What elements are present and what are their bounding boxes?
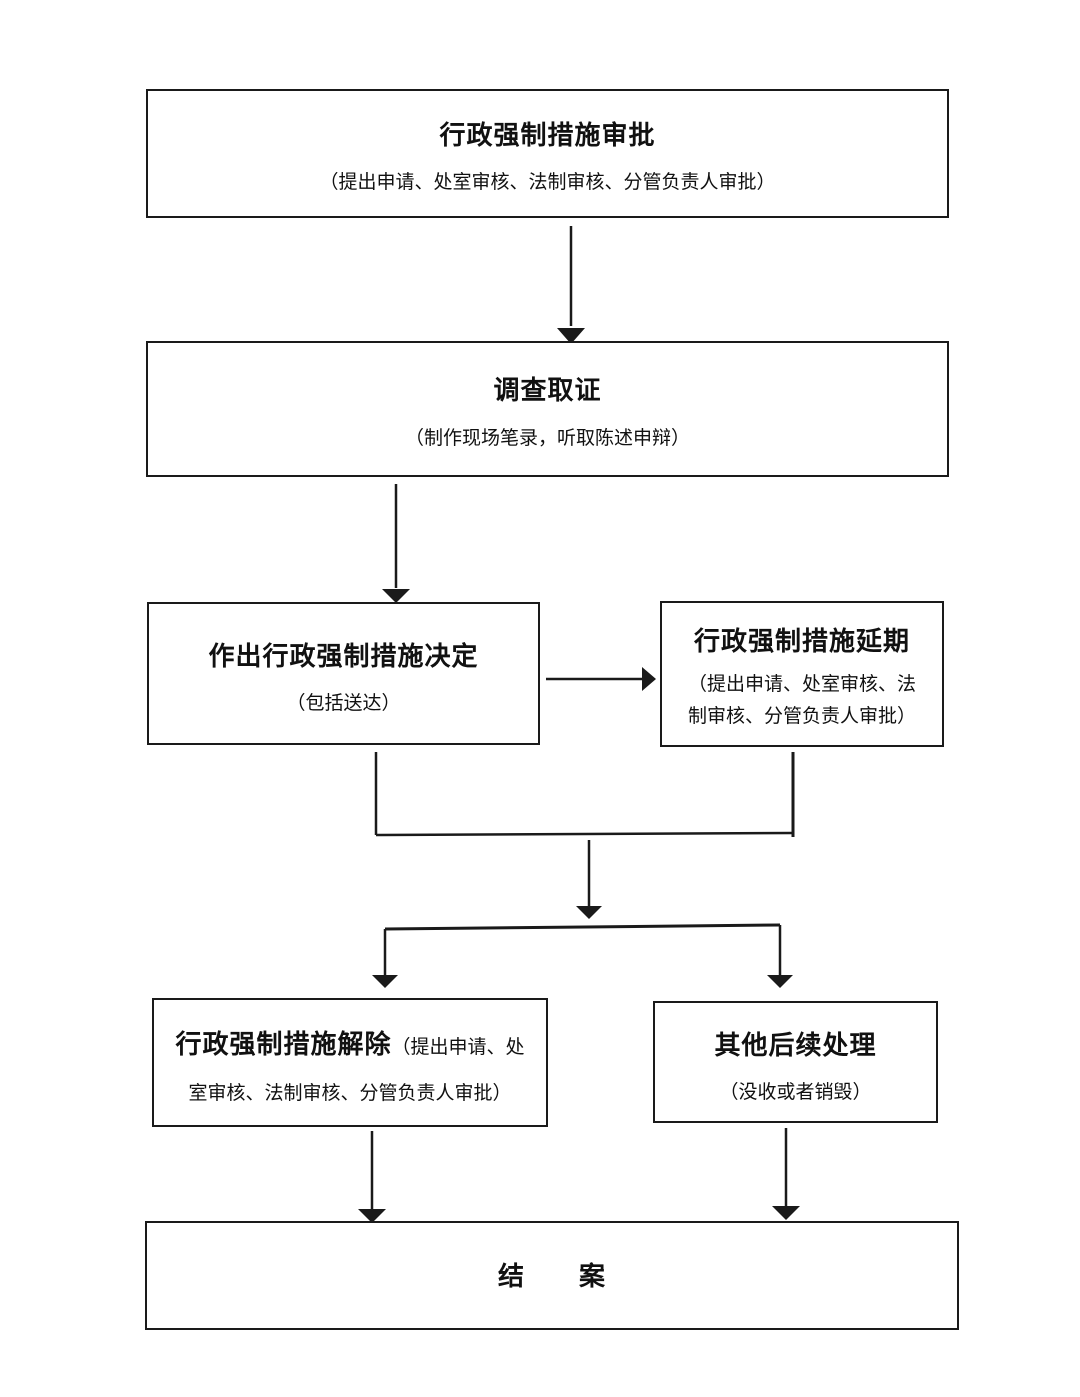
node-investigation: 调查取证 （制作现场笔录，听取陈述申辩） <box>146 341 949 477</box>
arrowhead-split-right <box>767 975 793 988</box>
node-decision-title: 作出行政强制措施决定 <box>208 642 479 672</box>
arrowhead-merge-down <box>576 906 602 919</box>
node-release: 行政强制措施解除（提出申请、处 室审核、法制审核、分管负责人审批） <box>152 998 548 1127</box>
node-release-subtitle-line2: 室审核、法制审核、分管负责人审批） <box>188 1082 512 1104</box>
node-closing: 结 案 <box>145 1221 959 1330</box>
arrowhead-approval-to-investigation <box>557 328 585 344</box>
node-decision: 作出行政强制措施决定 （包括送达） <box>147 602 540 745</box>
node-extension-subtitle-line1: （提出申请、处室审核、法 <box>687 673 916 695</box>
merge-line-horizontal <box>375 831 794 837</box>
split-line-horizontal <box>384 923 781 931</box>
arrowhead-followup-to-closing <box>772 1206 800 1220</box>
node-extension-subtitle-line2: 制审核、分管负责人审批） <box>687 705 916 727</box>
node-release-line1: 行政强制措施解除（提出申请、处 <box>154 1022 546 1070</box>
node-investigation-subtitle: （制作现场笔录，听取陈述申辩） <box>404 427 690 449</box>
node-investigation-title: 调查取证 <box>493 376 602 406</box>
node-extension-title: 行政强制措施延期 <box>693 627 910 657</box>
node-approval-title: 行政强制措施审批 <box>439 121 656 151</box>
node-extension: 行政强制措施延期 （提出申请、处室审核、法 制审核、分管负责人审批） <box>660 601 944 747</box>
node-followup: 其他后续处理 （没收或者销毁） <box>653 1001 938 1123</box>
node-extension-subtitle: （提出申请、处室审核、法 制审核、分管负责人审批） <box>662 668 942 732</box>
arrowhead-investigation-to-decision <box>382 589 410 603</box>
node-closing-title: 结 案 <box>497 1262 606 1292</box>
arrowhead-release-to-closing <box>358 1209 386 1223</box>
node-decision-subtitle: （包括送达） <box>286 692 401 714</box>
node-followup-subtitle: （没收或者销毁） <box>719 1081 872 1103</box>
node-followup-title: 其他后续处理 <box>714 1031 877 1061</box>
node-release-content: 行政强制措施解除（提出申请、处 室审核、法制审核、分管负责人审批） <box>154 1022 546 1116</box>
node-release-title: 行政强制措施解除 <box>175 1030 392 1060</box>
arrowhead-decision-to-extension <box>642 667 656 691</box>
node-approval: 行政强制措施审批 （提出申请、处室审核、法制审核、分管负责人审批） <box>146 89 949 218</box>
node-approval-subtitle: （提出申请、处室审核、法制审核、分管负责人审批） <box>319 171 776 193</box>
arrowhead-split-left <box>372 975 398 988</box>
node-release-subtitle-line1: （提出申请、处 <box>391 1036 525 1058</box>
